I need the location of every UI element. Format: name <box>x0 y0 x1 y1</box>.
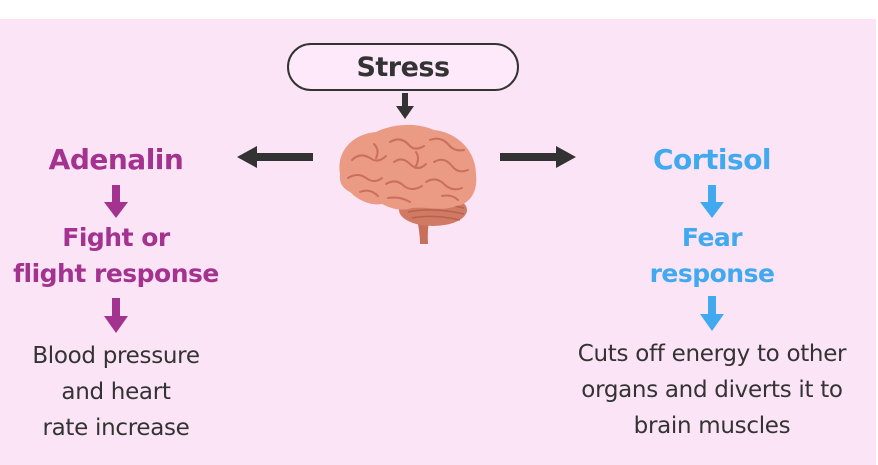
fight-or-flight-response: Fight or flight response <box>0 220 232 292</box>
effect-line-3: rate increase <box>42 415 190 441</box>
fear-response: Fear response <box>598 220 826 292</box>
down-arrow-icon <box>104 298 128 333</box>
effect-line-2: organs and diverts it to <box>581 377 843 403</box>
right-effect-text: Cuts off energy to other organs and dive… <box>548 336 876 444</box>
effect-line-1: Cuts off energy to other <box>577 341 847 367</box>
effect-line-1: Blood pressure <box>32 343 200 369</box>
right-arrow-icon <box>500 146 576 168</box>
left-effect-text: Blood pressure and heart rate increase <box>0 338 232 446</box>
diagram-canvas <box>0 19 876 465</box>
response-line-1: Fear <box>681 223 743 252</box>
adrenaline-heading: Adenalin <box>48 143 184 176</box>
down-arrow-icon <box>700 296 724 331</box>
cortisol-heading: Cortisol <box>652 143 772 176</box>
down-arrow-icon <box>104 185 128 218</box>
stress-label: Stress <box>356 51 450 83</box>
left-arrow-icon <box>237 146 313 168</box>
brain-icon <box>339 124 477 244</box>
stress-node: Stress <box>287 43 519 91</box>
effect-line-3: brain muscles <box>633 413 791 439</box>
response-line-2: response <box>649 259 775 288</box>
response-line-2: flight response <box>13 259 219 288</box>
effect-line-2: and heart <box>61 379 171 405</box>
down-arrow-icon <box>700 185 724 218</box>
down-arrow-icon <box>396 93 414 119</box>
response-line-1: Fight or <box>62 223 170 252</box>
